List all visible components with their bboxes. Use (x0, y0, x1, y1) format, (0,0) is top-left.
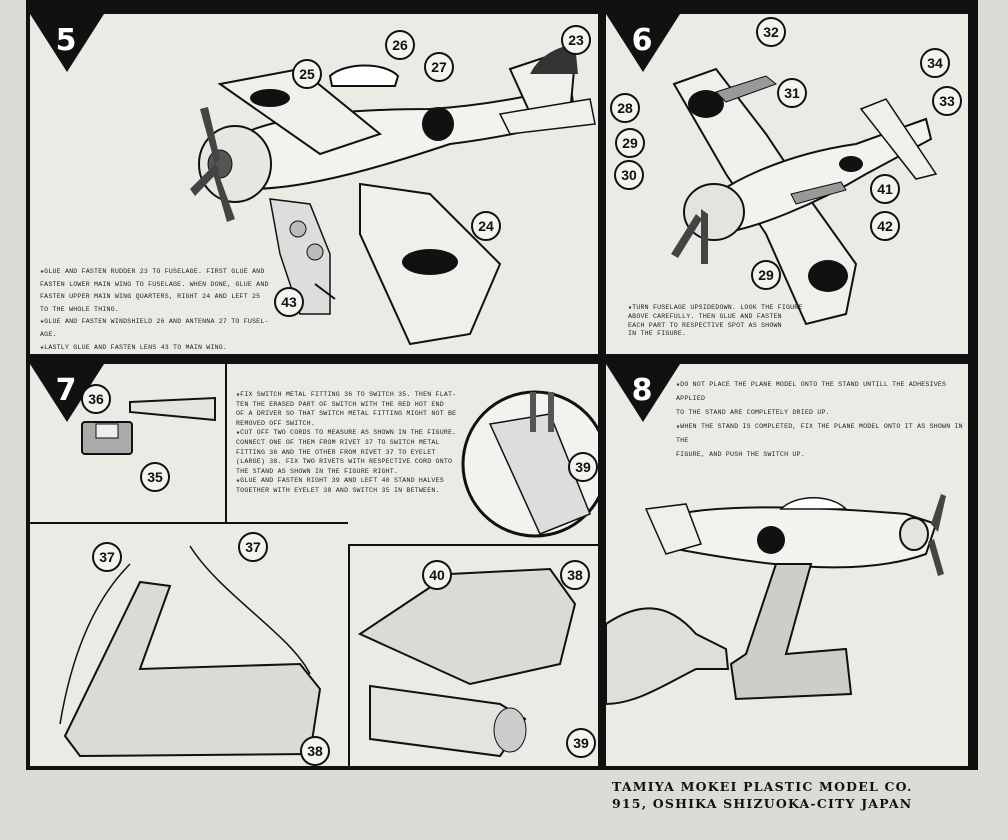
part-callout-29: 29 (751, 260, 781, 290)
part-callout-39: 39 (568, 452, 598, 482)
step-5-instructions: ★GLUE AND FASTEN RUDDER 23 TO FUSELAGE. … (40, 268, 269, 351)
part-callout-36: 36 (81, 384, 111, 414)
step-number-badge: 6 (606, 14, 684, 78)
plane-on-stand-illustration (606, 494, 946, 706)
part-callout-35: 35 (140, 462, 170, 492)
step-6-panel: 6 28 29 29 30 31 32 33 34 41 42 ★TURN FU… (606, 14, 968, 354)
part-callout-24: 24 (471, 211, 501, 241)
part-callout-28: 28 (610, 93, 640, 123)
step-6-instructions: ★TURN FUSELAGE UPSIDEDOWN. LOOK THE FIGU… (628, 304, 803, 338)
part-callout-34: 34 (920, 48, 950, 78)
part-callout-40: 40 (422, 560, 452, 590)
step-8-panel: 8 ★DO NOT PLACE THE PLANE MODEL ONTO THE… (606, 364, 968, 766)
part-callout-26: 26 (385, 30, 415, 60)
step-5-panel: 5 23 24 25 26 27 43 ★GLUE AND FASTEN RUD… (30, 14, 598, 354)
aircraft-assembly-illustration (190, 44, 596, 346)
step-number-badge: 7 (30, 364, 108, 428)
step-7-panel: 7 35 36 37 37 38 38 39 39 40 ★FIX SWITCH… (30, 364, 598, 766)
part-callout-39: 39 (566, 728, 596, 758)
part-callout-38: 38 (300, 736, 330, 766)
stand-assembly-illustration (59, 390, 598, 758)
aircraft-underside-illustration (671, 67, 938, 326)
step-number: 5 (56, 23, 77, 58)
roundel (250, 89, 290, 107)
panel-divider (30, 522, 348, 524)
part-callout-30: 30 (614, 160, 644, 190)
part-callout-41: 41 (870, 174, 900, 204)
part-callout-29: 29 (615, 128, 645, 158)
step-number: 8 (632, 373, 653, 408)
panel-divider (348, 544, 598, 546)
part-callout-27: 27 (424, 52, 454, 82)
step-number-badge: 8 (606, 364, 684, 428)
part-callout-37: 37 (238, 532, 268, 562)
part-callout-42: 42 (870, 211, 900, 241)
step-number: 7 (56, 373, 77, 408)
part-callout-23: 23 (561, 25, 591, 55)
company-address: TAMIYA MOKEI PLASTIC MODEL CO. 915, OSHI… (612, 778, 913, 812)
company-location: 915, OSHIKA SHIZUOKA-CITY JAPAN (612, 796, 913, 811)
part-callout-25: 25 (292, 59, 322, 89)
step-7-instructions: ★FIX SWITCH METAL FITTING 36 TO SWITCH 3… (236, 391, 457, 494)
step-number-badge: 5 (30, 14, 108, 78)
part-callout-31: 31 (777, 78, 807, 108)
panel-divider (225, 364, 227, 524)
step-8-instructions: ★DO NOT PLACE THE PLANE MODEL ONTO THE S… (676, 381, 963, 458)
company-name: TAMIYA MOKEI PLASTIC MODEL CO. (612, 779, 913, 794)
part-callout-33: 33 (932, 86, 962, 116)
part-callout-43: 43 (274, 287, 304, 317)
part-callout-38: 38 (560, 560, 590, 590)
panel-divider (348, 544, 350, 766)
step-number: 6 (632, 23, 653, 58)
part-callout-32: 32 (756, 17, 786, 47)
part-callout-37: 37 (92, 542, 122, 572)
